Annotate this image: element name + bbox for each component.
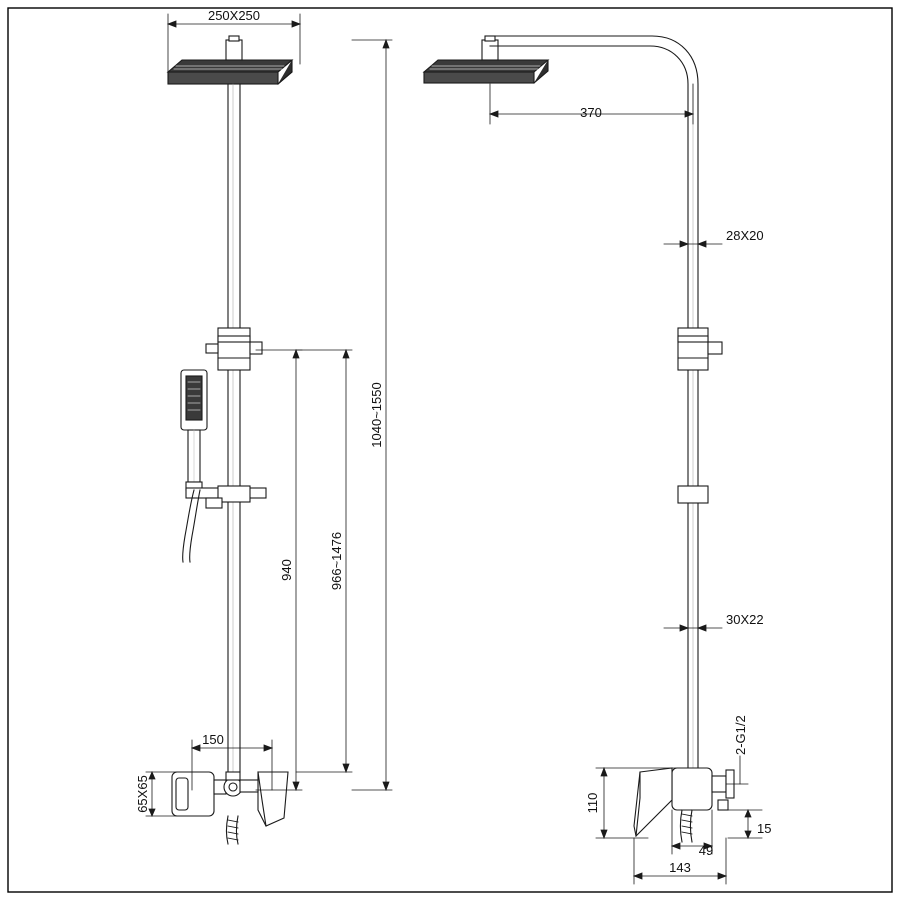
dim-label-head-width: 250X250 xyxy=(208,8,260,23)
side-goose-neck-arm xyxy=(489,35,699,331)
front-dimension-lines xyxy=(145,13,393,818)
side-dimension-lines xyxy=(488,83,763,885)
dim-label-mixer-body: 65X65 xyxy=(135,775,150,813)
dim-label-lower-tube: 30X22 xyxy=(726,612,764,627)
dim-label-upper-tube: 28X20 xyxy=(726,228,764,243)
dim-label-mixer-spread: 150 xyxy=(202,732,224,747)
dim-label-wall-offset: 15 xyxy=(757,821,771,836)
side-mixer xyxy=(633,767,735,843)
dim-label-head-reach: 370 xyxy=(580,105,602,120)
dim-label-total-depth: 143 xyxy=(669,860,691,875)
front-view xyxy=(166,35,294,845)
side-shower-head xyxy=(422,35,550,84)
dim-label-inlet-thread: 2-G1/2 xyxy=(733,715,748,755)
front-hand-shower xyxy=(180,369,208,491)
side-holder-block xyxy=(677,485,709,504)
front-hose xyxy=(182,489,201,563)
page-border xyxy=(7,7,893,893)
front-riser-tube xyxy=(227,83,241,773)
front-holder-bar xyxy=(185,485,267,509)
side-view xyxy=(422,35,735,843)
side-diverter-block xyxy=(677,327,723,371)
front-mixer xyxy=(171,771,289,845)
dim-label-slider-travel: 966~1476 xyxy=(329,532,344,590)
dim-label-mixer-height: 110 xyxy=(585,793,600,814)
dim-label-spout-depth: 49 xyxy=(699,843,713,858)
front-shower-head xyxy=(166,35,294,85)
front-diverter-block xyxy=(205,327,263,371)
dim-label-total-height: 1040~1550 xyxy=(369,382,384,447)
dim-label-riser-height: 940 xyxy=(279,559,294,581)
side-riser-tube xyxy=(687,369,699,773)
